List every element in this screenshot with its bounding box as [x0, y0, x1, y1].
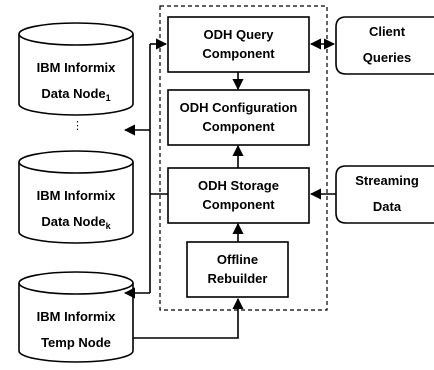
- temp-node-cylinder: [18, 271, 134, 363]
- offline-rebuilder-label: Offline Rebuilder: [187, 252, 288, 287]
- data-node-k-subscript: k: [105, 221, 111, 231]
- client-queries-box: [335, 16, 434, 75]
- temp-node-to-rebuilder-arrow: [133, 297, 244, 339]
- configuration-component-subtitle: Component: [202, 119, 275, 134]
- storage-component-title: ODH Storage: [198, 178, 279, 193]
- temp-node-subtitle: Temp Node: [41, 335, 111, 350]
- data-node-1-name: Data Node1: [41, 86, 111, 103]
- client-queries-title: Client: [368, 24, 406, 39]
- configuration-component-box: [167, 89, 310, 146]
- client-queries-label: Client Queries: [340, 24, 434, 66]
- query-component-subtitle: Component: [202, 46, 275, 61]
- temp-node-label: IBM Informix Temp Node: [19, 309, 133, 351]
- streaming-data-label: Streaming Data: [340, 173, 434, 215]
- temp-node-title: IBM Informix: [36, 309, 116, 324]
- rebuilder-subtitle: Rebuilder: [207, 271, 268, 286]
- rebuilder-title: Offline: [216, 252, 259, 267]
- data-node-1-subscript: 1: [105, 93, 111, 103]
- data-node-k-title: IBM Informix: [36, 188, 116, 203]
- storage-component-subtitle: Component: [202, 197, 275, 212]
- ellipsis-icon: ⋮: [72, 119, 83, 132]
- query-component-title: ODH Query: [203, 27, 274, 42]
- odh-system-boundary: [159, 5, 328, 311]
- data-node-k-cylinder: [18, 150, 134, 244]
- query-component-box: [167, 16, 310, 73]
- configuration-component-title: ODH Configuration: [179, 100, 298, 115]
- data-node-k-name: Data Nodek: [41, 214, 111, 231]
- storage-component-label: ODH Storage Component: [168, 178, 309, 213]
- data-node-1-label: IBM Informix Data Node1: [19, 60, 133, 103]
- query-component-label: ODH Query Component: [168, 27, 309, 62]
- configuration-component-label: ODH Configuration Component: [168, 100, 309, 135]
- data-node-k-label: IBM Informix Data Nodek: [19, 188, 133, 231]
- streaming-data-subtitle: Data: [372, 199, 402, 214]
- streaming-data-title: Streaming: [355, 173, 419, 188]
- data-node-1-cylinder: [18, 22, 134, 116]
- client-queries-subtitle: Queries: [362, 50, 412, 65]
- data-node-1-title: IBM Informix: [36, 60, 116, 75]
